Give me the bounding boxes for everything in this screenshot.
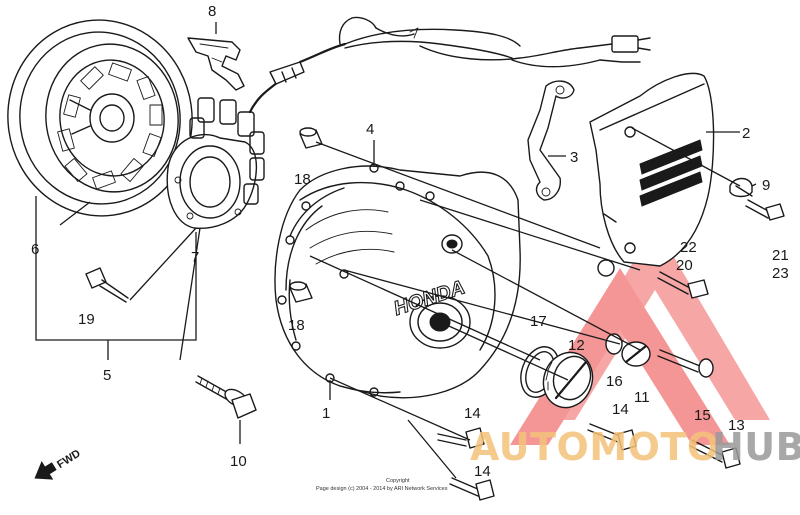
bolt-14-a [437,427,485,449]
callout-10: 10 [230,453,247,470]
bolt-20 [657,271,709,299]
bolt-10 [195,375,257,419]
callout-12: 12 [568,337,585,354]
callout-13: 13 [728,417,745,434]
callout-23: 23 [772,265,789,282]
callout-1: 1 [322,405,330,422]
callout-15: 15 [694,407,711,424]
callout-21: 21 [772,247,789,264]
outer-cover [589,72,715,277]
copyright-line1: Copyright [386,478,410,484]
wire-harness [248,16,651,114]
bolt-15 [657,349,714,378]
callout-17: 17 [530,313,547,330]
callout-22: 22 [680,239,697,256]
callout-20: 20 [676,257,693,274]
callout-18-a: 18 [294,171,311,188]
dowel-pin-upper [299,127,323,149]
fwd-arrow-icon [34,461,57,480]
grommet-9 [729,177,753,198]
callout-14-c: 14 [474,463,491,480]
callout-14-b: 14 [612,401,629,418]
generator-cover: HONDA [274,163,521,399]
bolt-14-c [449,477,495,501]
bracket [527,80,575,201]
bolt-21 [745,199,785,221]
bolt-14-b [587,423,637,451]
plug-11 [621,341,651,367]
dowel-pin-lower [289,281,313,303]
callout-labels: 1 2 3 4 5 6 7 8 9 10 11 12 13 14 14 14 1… [31,3,789,480]
watermark-text-hub: HUB [712,425,800,469]
callout-6: 6 [31,241,39,258]
bolt-19 [85,267,129,303]
bolt-13 [689,439,741,469]
wire-clamp [187,37,245,91]
copyright-block: Copyright Page design (c) 2004 - 2014 by… [316,478,448,492]
fwd-label: FWD [55,448,83,471]
callout-3: 3 [570,149,578,166]
copyright-line2: Page design (c) 2004 - 2014 by ARI Netwo… [316,486,448,492]
callout-7: 7 [191,249,199,266]
fwd-indicator: FWD [34,448,83,480]
callout-2: 2 [742,125,750,142]
callout-5: 5 [103,367,111,384]
callout-leaders [35,22,757,444]
watermark-text-automoto: AUTOMOTO [470,425,720,469]
callout-11: 11 [634,389,650,406]
callout-19: 19 [78,311,95,328]
callout-4: 4 [366,121,374,138]
stator [166,97,265,229]
watermark-logo: AUTOMOTO HUB [470,425,800,469]
flywheel [7,19,193,217]
callout-18-b: 18 [288,317,305,334]
assembly-leaders [59,127,741,479]
callout-16: 16 [606,373,623,390]
callout-8: 8 [208,3,216,20]
callout-9: 9 [762,177,770,194]
callout-14-a: 14 [464,405,481,422]
